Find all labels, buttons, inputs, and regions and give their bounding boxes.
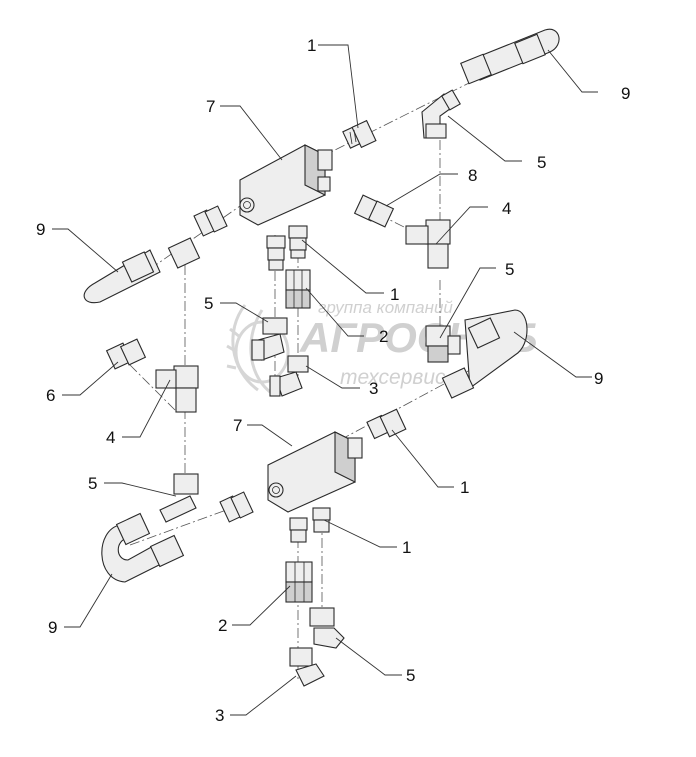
callout-9-right-mid: 9 [594, 369, 603, 388]
callout-5-left-lower: 5 [88, 474, 97, 493]
callout-7-upper: 7 [206, 97, 215, 116]
elbow-3-mid [269, 355, 309, 397]
elbow-5-top-right [421, 89, 461, 139]
callout-7-lower: 7 [233, 416, 242, 435]
elbow-3-bottom [289, 647, 325, 687]
elbow-5-bottom-right [309, 607, 345, 649]
adapter-lower-left [219, 491, 254, 523]
callout-numbers: 1 7 9 5 8 4 9 1 5 5 2 3 9 6 4 7 1 5 1 9 … [36, 36, 630, 725]
callout-4-left: 4 [106, 428, 115, 447]
callout-9-left-upper: 9 [36, 220, 45, 239]
watermark-logo-wheat [226, 304, 290, 394]
adapter-upper-left [193, 205, 228, 237]
callout-8: 8 [468, 166, 477, 185]
callout-5-right-cluster: 5 [505, 260, 514, 279]
nut-2-lower [285, 561, 313, 603]
callout-9-left-lower: 9 [48, 618, 57, 637]
leader-lines [52, 44, 598, 716]
hose-9-top-right [460, 28, 560, 85]
hose-9-left-upper [83, 237, 201, 304]
callout-1-mid: 1 [390, 285, 399, 304]
adapter-6 [105, 338, 147, 370]
adapter-1-lower-right [366, 408, 407, 440]
callout-5-mid-left: 5 [204, 294, 213, 313]
adapter-1-lower-a [289, 517, 308, 543]
callout-3-bottom: 3 [215, 706, 224, 725]
valve-block-lower [267, 431, 363, 513]
elbow-5-mid-left [251, 317, 288, 361]
tee-4-right [405, 219, 451, 269]
callout-2-lower: 2 [218, 616, 227, 635]
callout-3-mid: 3 [369, 379, 378, 398]
callout-9-top-right: 9 [621, 84, 630, 103]
elbow-5-left-lower [159, 473, 199, 523]
valve-block-upper [239, 144, 333, 226]
adapter-1-mid-left [266, 235, 286, 271]
adapter-8 [353, 194, 395, 228]
callout-5-top-right: 5 [537, 153, 546, 172]
hose-9-right-mid [441, 309, 528, 399]
callout-1-lower-right: 1 [460, 478, 469, 497]
callout-5-bottom: 5 [406, 666, 415, 685]
adapter-1-lower-b [312, 507, 331, 533]
watermark-line3: техсервис [340, 366, 446, 389]
nut-2-upper [285, 269, 311, 309]
watermark-line1: группа компаний [318, 298, 453, 317]
hose-9-left-lower [101, 512, 185, 583]
callout-6: 6 [46, 386, 55, 405]
callout-1-top: 1 [307, 36, 316, 55]
callout-2-upper: 2 [379, 327, 388, 346]
callout-1-lower: 1 [402, 538, 411, 557]
adapter-1-mid-right [288, 225, 308, 259]
callout-4-right: 4 [502, 199, 511, 218]
tee-4-left [155, 365, 199, 413]
